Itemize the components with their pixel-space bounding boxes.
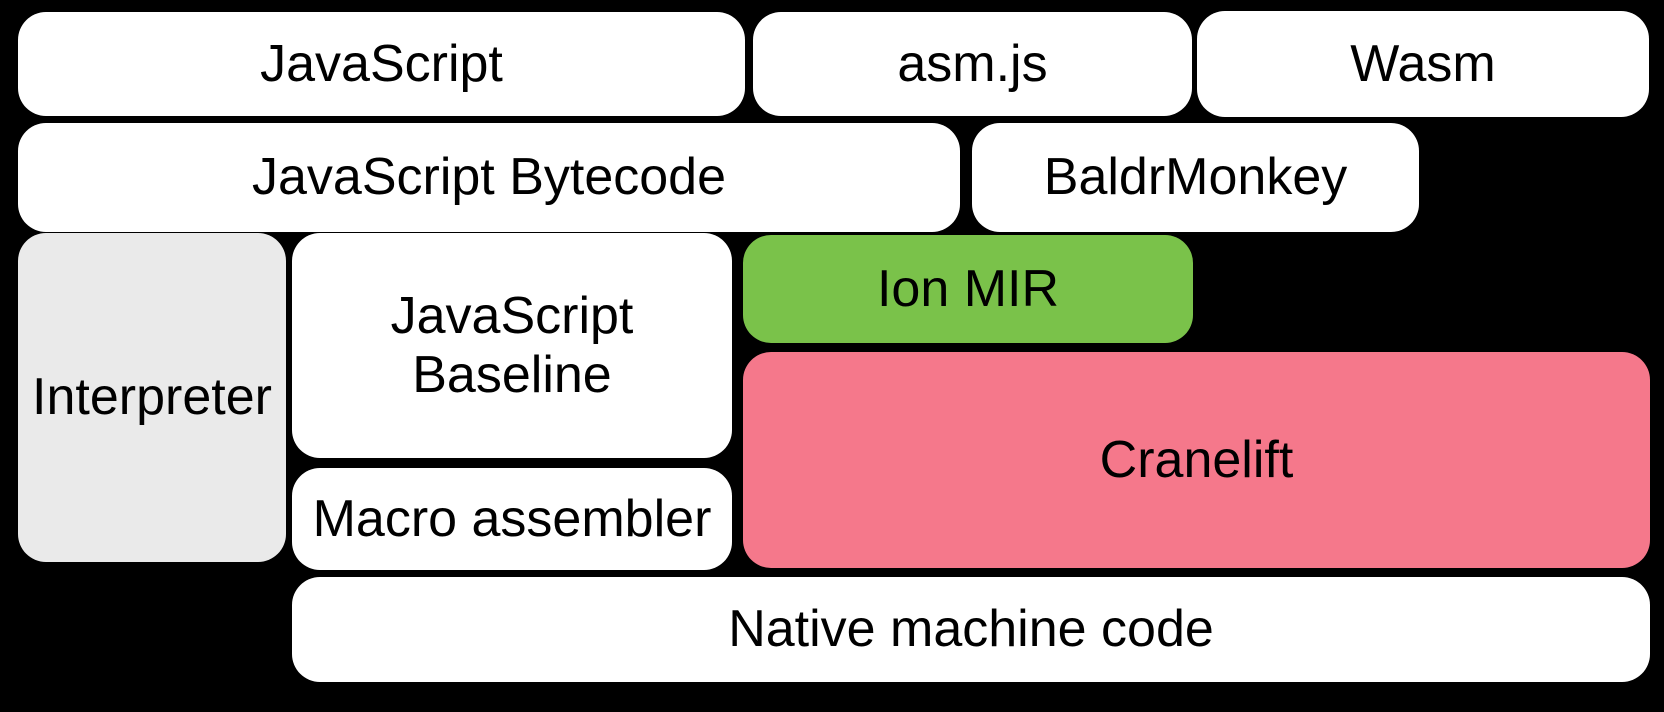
box-wasm: Wasm (1197, 11, 1649, 117)
box-ion-mir: Ion MIR (743, 235, 1193, 343)
box-native-machine-code: Native machine code (292, 577, 1650, 682)
box-asmjs: asm.js (753, 12, 1192, 116)
box-javascript-bytecode: JavaScript Bytecode (18, 123, 960, 232)
box-macro-assembler: Macro assembler (292, 468, 732, 570)
box-baldrmonkey: BaldrMonkey (972, 123, 1419, 232)
box-interpreter: Interpreter (18, 233, 286, 562)
box-cranelift: Cranelift (743, 352, 1650, 568)
box-javascript-baseline: JavaScript Baseline (292, 233, 732, 458)
box-javascript: JavaScript (18, 12, 745, 116)
